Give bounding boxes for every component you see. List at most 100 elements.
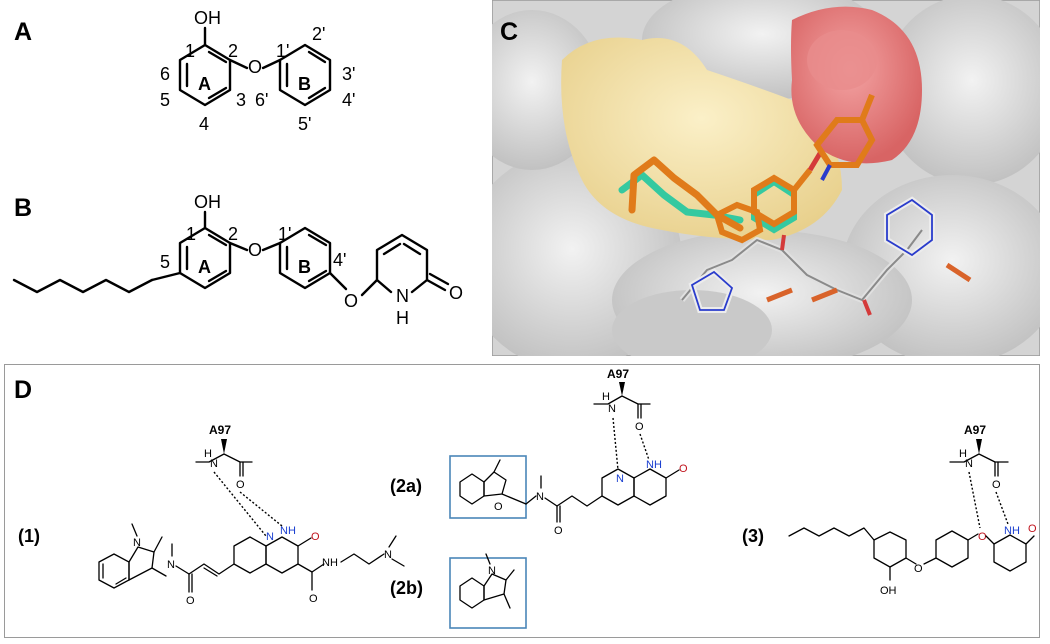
atom-number: 4' xyxy=(342,90,355,110)
ring-b-label: B xyxy=(298,74,311,94)
ether-bond-right xyxy=(261,58,282,70)
methyl-wedge xyxy=(221,439,227,454)
c-methyl xyxy=(493,459,501,473)
ether-bond xyxy=(905,557,917,565)
amide-n: N xyxy=(167,559,175,571)
phenol-ring xyxy=(873,531,907,568)
residue-nh-h: H xyxy=(959,448,967,460)
ethyl-chain xyxy=(340,553,385,565)
pyridinone-double-bond xyxy=(402,242,422,256)
ether-o: O xyxy=(914,563,923,575)
n-methyl xyxy=(485,553,491,565)
atom-number: 2' xyxy=(312,24,325,44)
surface-blob xyxy=(612,290,772,356)
amide-n: N xyxy=(536,491,544,503)
ring-nh-blue: NH xyxy=(1004,525,1020,537)
phenyl-ring xyxy=(935,530,969,568)
structure-a-diphenyl-ether: OH O A B 1 2 3 4 5 6 1' 2' 3' 4' 5' 6' xyxy=(160,8,355,134)
benzofuran-benzene xyxy=(459,473,485,505)
acryl-chain xyxy=(556,495,603,507)
ether-bond xyxy=(328,271,348,291)
hexyl-chain xyxy=(788,527,875,541)
compound-3-label: (3) xyxy=(742,526,764,546)
oxygen-stick xyxy=(780,234,786,251)
ether-bond xyxy=(261,241,282,252)
naphthyridine-ring-2 xyxy=(633,468,667,506)
orange-ligand-ring xyxy=(713,201,764,244)
indole-n: N xyxy=(133,537,141,549)
residue-a97: A97 xyxy=(607,367,629,381)
ether-bond xyxy=(923,557,937,565)
structure-b-triclosan-analog: OH O O N H O A B 1 2 5 1' 4' xyxy=(12,192,463,328)
orange-ligand-link xyxy=(791,168,813,192)
residue-nh-h: H xyxy=(602,391,610,403)
oh-label: OH xyxy=(194,192,221,212)
residue-o: O xyxy=(635,421,644,433)
nh-h-label: H xyxy=(396,308,409,328)
furan-o: O xyxy=(494,501,503,513)
ch2-link xyxy=(525,495,537,505)
carbonyl-bond xyxy=(428,272,450,286)
panel-d-frame xyxy=(4,364,1040,638)
carbonyl-bond xyxy=(425,278,447,292)
carbonyl-o: O xyxy=(554,525,563,537)
atom-number: 6' xyxy=(255,90,268,110)
pyridinone-ring xyxy=(993,534,1027,572)
attachment-bond xyxy=(503,593,511,609)
acryl-chain xyxy=(188,563,235,575)
indole-benzene xyxy=(459,577,485,609)
amide-bond xyxy=(544,497,558,507)
phenol-oh: OH xyxy=(880,585,897,597)
methyl-wedge xyxy=(619,382,625,396)
atom-number: 2 xyxy=(228,224,238,244)
residue-nh-h: H xyxy=(204,448,212,460)
ring-nh-blue: NH xyxy=(646,459,662,471)
box-exit-bond xyxy=(501,493,527,505)
phosphate-stick xyxy=(945,262,972,283)
pyridinone-double-bond xyxy=(382,242,402,256)
oxygen-stick xyxy=(862,299,872,316)
ring-b-double-bond xyxy=(307,86,327,100)
indole-n: N xyxy=(488,565,496,577)
atom-number: 5 xyxy=(160,90,170,110)
panel-a-letter: A xyxy=(14,18,33,46)
compound-2b-label: (2b) xyxy=(390,578,423,598)
indole-pyrrole xyxy=(128,546,155,581)
amide-link xyxy=(297,563,313,573)
atom-number: 5 xyxy=(160,252,170,272)
n-methyl xyxy=(391,558,405,567)
panel-b-letter: B xyxy=(14,194,33,222)
ring-carbonyl-o: O xyxy=(1028,523,1037,535)
pyridinone-ring xyxy=(375,233,429,294)
ch2-link xyxy=(151,567,167,577)
ring-a-double-bond xyxy=(207,269,228,283)
hbond xyxy=(612,417,619,471)
ring-a-double-bond xyxy=(207,86,228,100)
surface-blob xyxy=(882,0,1040,185)
ether-o-red: O xyxy=(978,531,987,543)
ring-b-double-bond xyxy=(307,233,328,247)
ether-bond xyxy=(985,535,995,545)
c-methyl xyxy=(153,536,163,553)
residue-nh-n: N xyxy=(608,403,616,415)
c-methyl xyxy=(505,569,515,581)
phosphate-stick xyxy=(766,287,793,303)
ring-a-label: A xyxy=(198,74,211,94)
ether-o-label: O xyxy=(344,291,358,311)
carbonyl-o-label: O xyxy=(449,283,463,303)
oh-label: OH xyxy=(194,8,221,28)
carbonyl xyxy=(1025,535,1035,545)
docking-surface-render xyxy=(492,0,1040,356)
atom-number: 3' xyxy=(342,64,355,84)
ring-n-blue: N xyxy=(616,473,624,485)
fragment-box-2a xyxy=(449,455,527,519)
chain-attach-bond xyxy=(150,271,182,282)
dimethylamine-n: N xyxy=(384,549,392,561)
naphthyridine-ring-1 xyxy=(233,536,267,574)
indole-pyrrole xyxy=(483,573,507,601)
atom-number: 3 xyxy=(236,90,246,110)
hbond xyxy=(639,433,650,461)
residue-a97: A97 xyxy=(964,423,986,437)
atom-number: 1' xyxy=(278,224,291,244)
atom-number: 4 xyxy=(199,114,209,134)
